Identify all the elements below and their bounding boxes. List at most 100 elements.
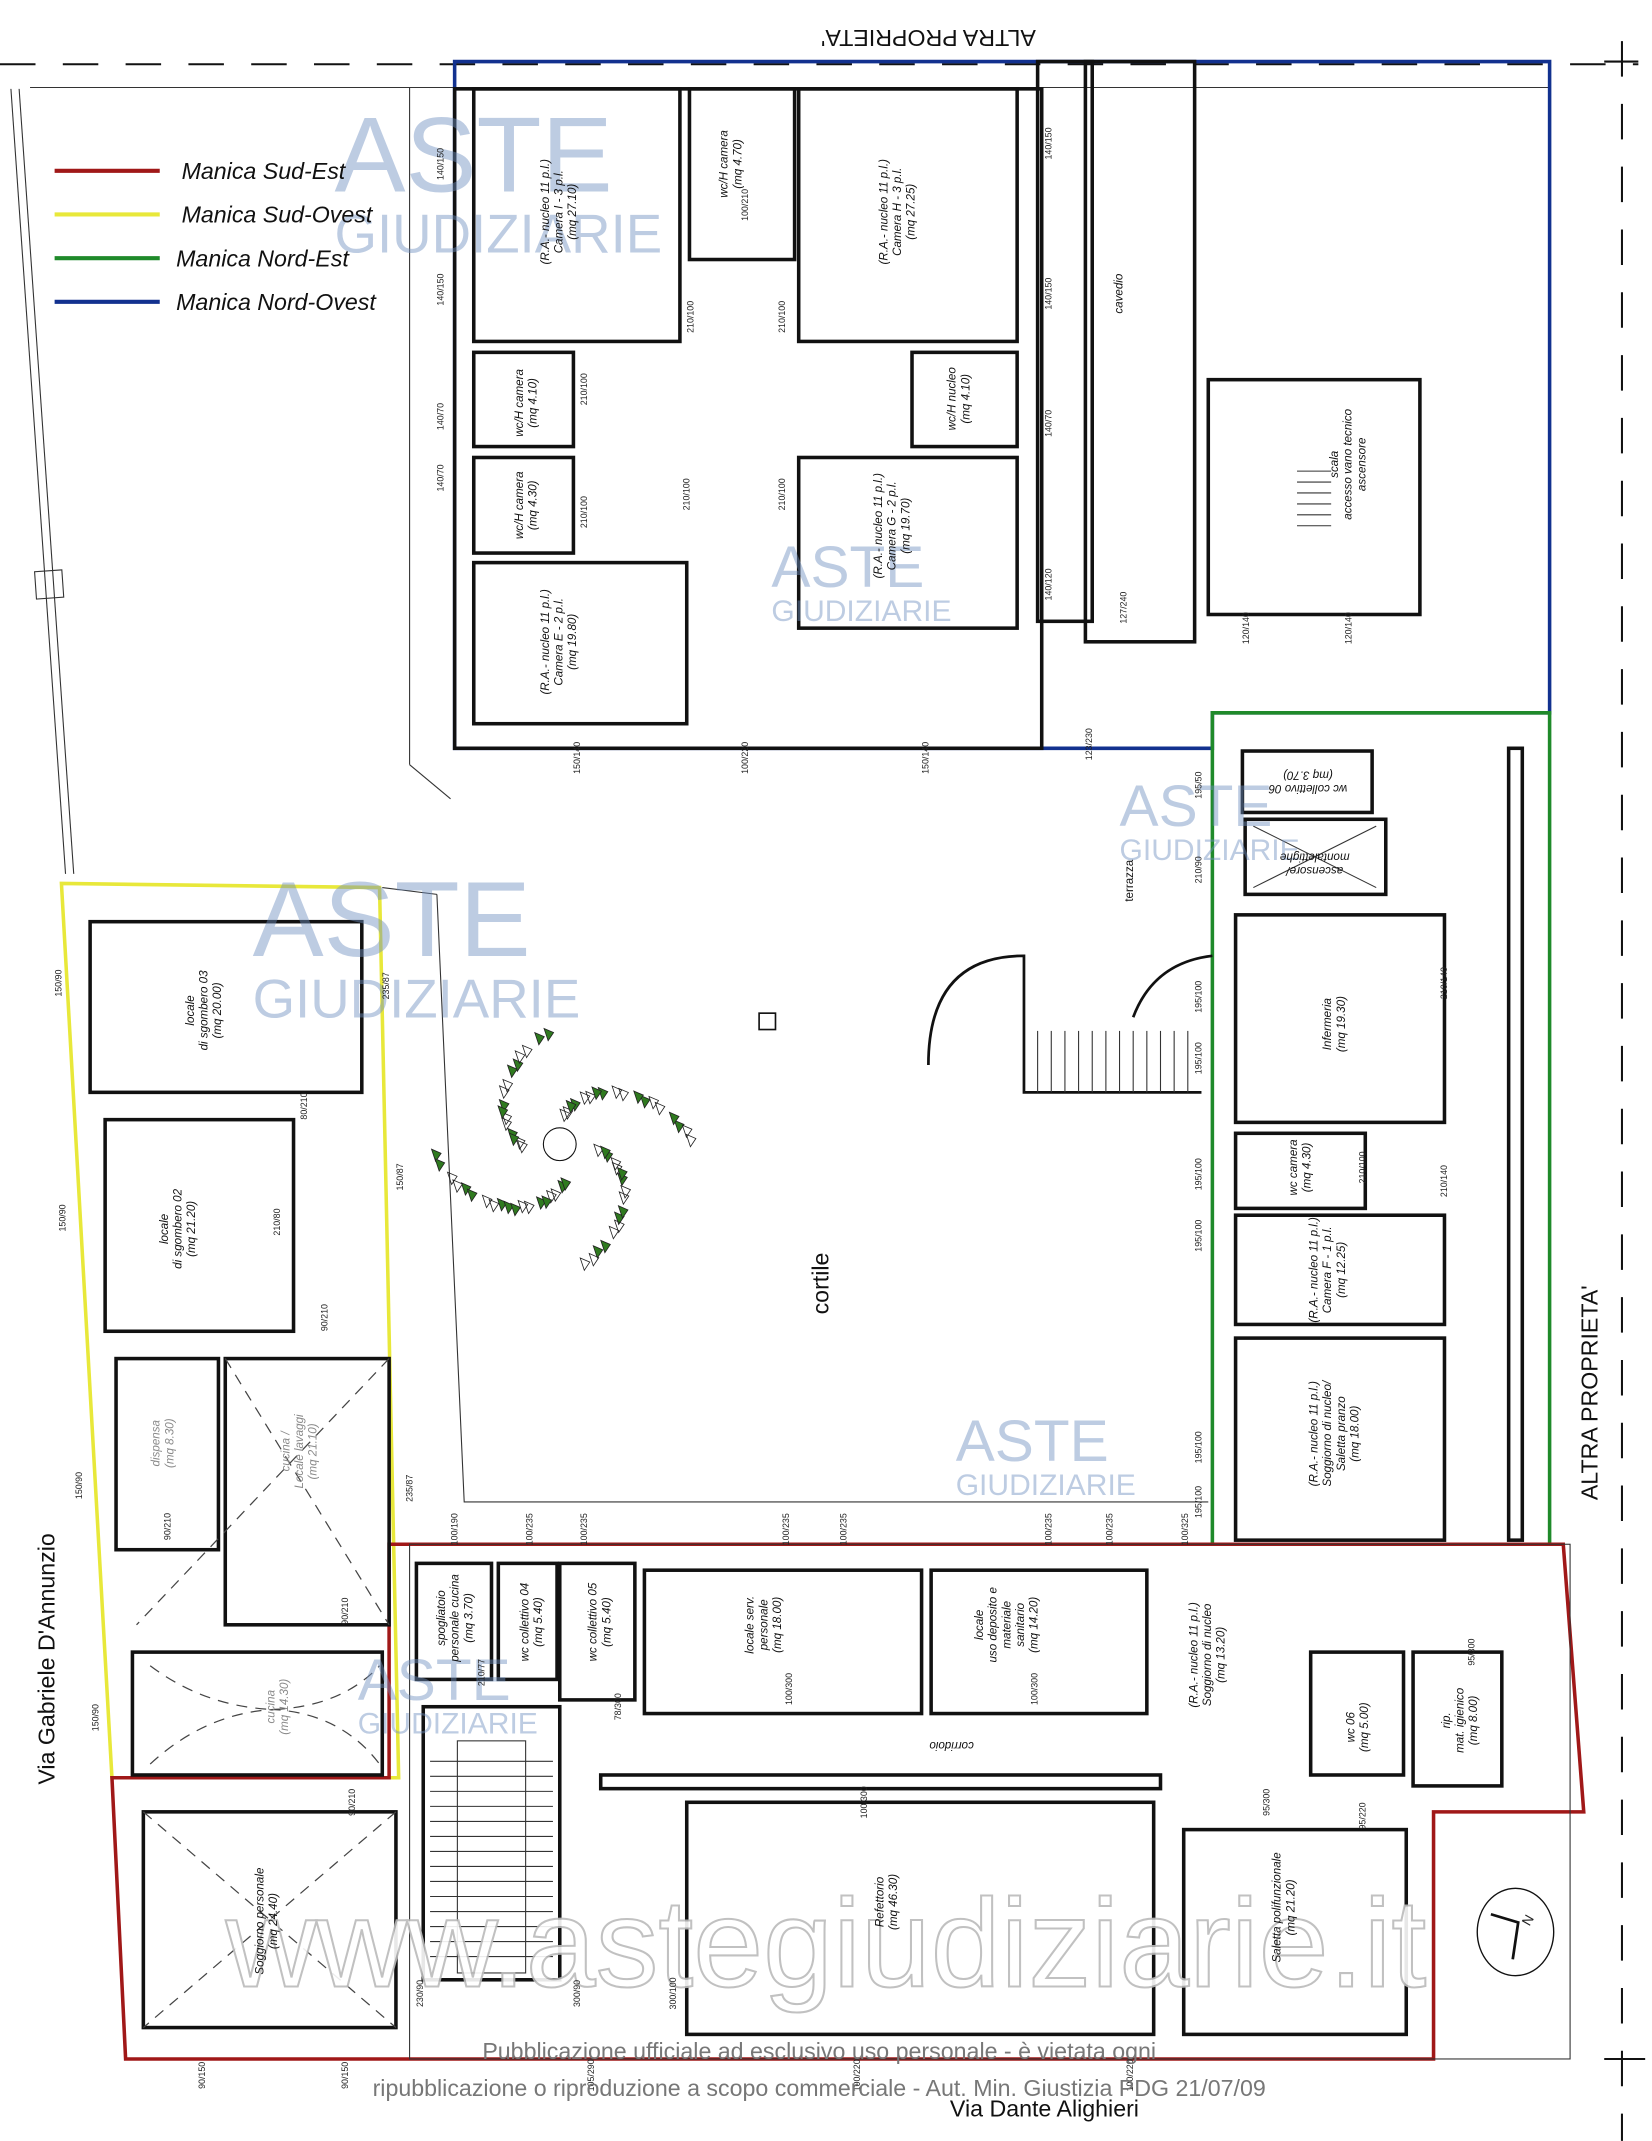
dimension-label: 100/235 [524,1513,534,1545]
wall [557,1561,637,1702]
leaf [593,1143,605,1158]
dimension-label: 150/90 [90,1704,100,1731]
wall [114,1356,221,1552]
room-label-wc-coll-06: wc collettivo 06(mq 3.70) [1268,769,1347,796]
dimension-label: 100/300 [784,1673,794,1705]
room-label-dispensa: dispensa(mq 8.30) [150,1418,177,1468]
dimension-label: 120/140 [1241,612,1251,644]
dimension-label: 235/87 [404,1475,414,1502]
dimension-label: 100/325 [1180,1513,1190,1545]
dimension-label: 90/210 [320,1304,330,1331]
leaf [565,1099,577,1114]
dimension-label: 150/140 [572,742,582,774]
terrace-label: terrazza [1123,859,1136,901]
decorations [136,825,1377,2029]
dimension-label: 140/70 [1043,410,1053,437]
wall [1035,59,1095,624]
leaf [506,1064,518,1079]
leaf [514,1050,526,1065]
wall [223,1356,391,1627]
dimension-label: 210/100 [579,373,589,405]
svg-text:ASTE: ASTE [334,95,612,214]
svg-text:ASTE: ASTE [358,1648,511,1713]
dimension-label: 150/87 [395,1163,405,1190]
dimension-label: 100/235 [838,1513,848,1545]
dimension-label: 150/90 [58,1204,68,1231]
legend-label: Manica Nord-Ovest [176,289,377,315]
dimension-label: 140/70 [436,403,446,430]
room-label-soggiorno-nucleo: (R.A.- nucleo 11 p.l.)Soggiorno di nucle… [1187,1602,1227,1708]
dimension-label: 300/100 [668,1977,678,2009]
leaf [588,1252,600,1267]
leaf [498,1098,510,1113]
wall [796,455,1019,630]
room-label-rip-igienico: rip.mat. igienico(mq 8.00) [1440,1687,1480,1753]
room-label-infermeria: Infermeria(mq 19.30) [1321,996,1348,1052]
leaf [521,1044,533,1059]
room-label-wc-camera: wc camera(mq 4.30) [1287,1139,1314,1196]
wall [929,1568,1149,1716]
dimension-label: 150/90 [74,1472,84,1499]
dimension-label: 78/300 [613,1693,623,1720]
wall [1506,746,1525,1542]
leaf [620,1184,632,1199]
wall [598,1773,1163,1791]
dimension-label: 195/50 [1193,772,1203,799]
street-south-label: Via Dante Alighieri [950,2095,1139,2121]
leaf [534,1031,545,1046]
wall [1411,1650,1504,1788]
room-label-spogliatoio: spogliatoiopersonale cucina(mq 3.70) [435,1574,475,1663]
leaf [599,1145,611,1160]
wall [1181,1827,1409,2037]
wall [452,87,1044,751]
dimension-label: 140/120 [1043,568,1053,600]
dimension-label: 210/140 [1439,1165,1449,1197]
leaf [610,1156,622,1171]
leaf [434,1158,446,1172]
leaf [654,1101,666,1116]
leaf [608,1225,620,1240]
dimension-label: 140/150 [1043,127,1053,159]
room-label-cucina: cucina(mq 14.30) [264,1679,291,1735]
dimension-label: 195/100 [1193,1042,1203,1074]
legend-label: Manica Sud-Ovest [182,202,374,228]
room-label-ascensore: ascensore/montalettighe [1279,850,1349,877]
leaf [488,1198,500,1213]
wall [1308,1650,1406,1777]
leaf [613,1219,625,1234]
dimension-label: 195/100 [1193,981,1203,1013]
legend-label: Manica Sud-Est [182,158,347,184]
wall [910,350,1019,449]
room-label-deposito: localeuso deposito ematerialesanitario(m… [973,1587,1041,1663]
leaf [639,1094,651,1109]
leaf [452,1179,464,1194]
legend-label: Manica Nord-Est [176,245,350,271]
leaf [560,1177,572,1192]
wall [130,1650,385,1777]
leaf [510,1202,521,1217]
wing-nord-ovest-outline [452,59,1552,751]
leaf [466,1188,478,1203]
room-label-wc-coll-04: wc collettivo 04(mq 5.40) [518,1582,545,1661]
leaf [516,1139,528,1154]
leaf [523,1200,535,1215]
top-neighbor-label: ALTRA PROPRIETA' [821,25,1036,51]
dimension-label: 90/150 [197,2062,207,2089]
leaf [501,1111,513,1126]
dimension-label: 90/150 [340,2062,350,2089]
wall [1240,749,1374,815]
room-label-wc-coll-05: wc collettivo 05(mq 5.40) [587,1582,614,1661]
room-label-saletta-polifunzionale: Saletta polifunzionale(mq 21.20) [1271,1852,1298,1963]
room-label-cavedio: cavedio [1112,273,1125,314]
leaf [481,1194,493,1209]
leaf [430,1148,442,1163]
dimension-label: 210/100 [1357,1151,1367,1183]
dimension-label: 100/210 [740,189,750,221]
courtyard-label: cortile [808,1253,834,1315]
